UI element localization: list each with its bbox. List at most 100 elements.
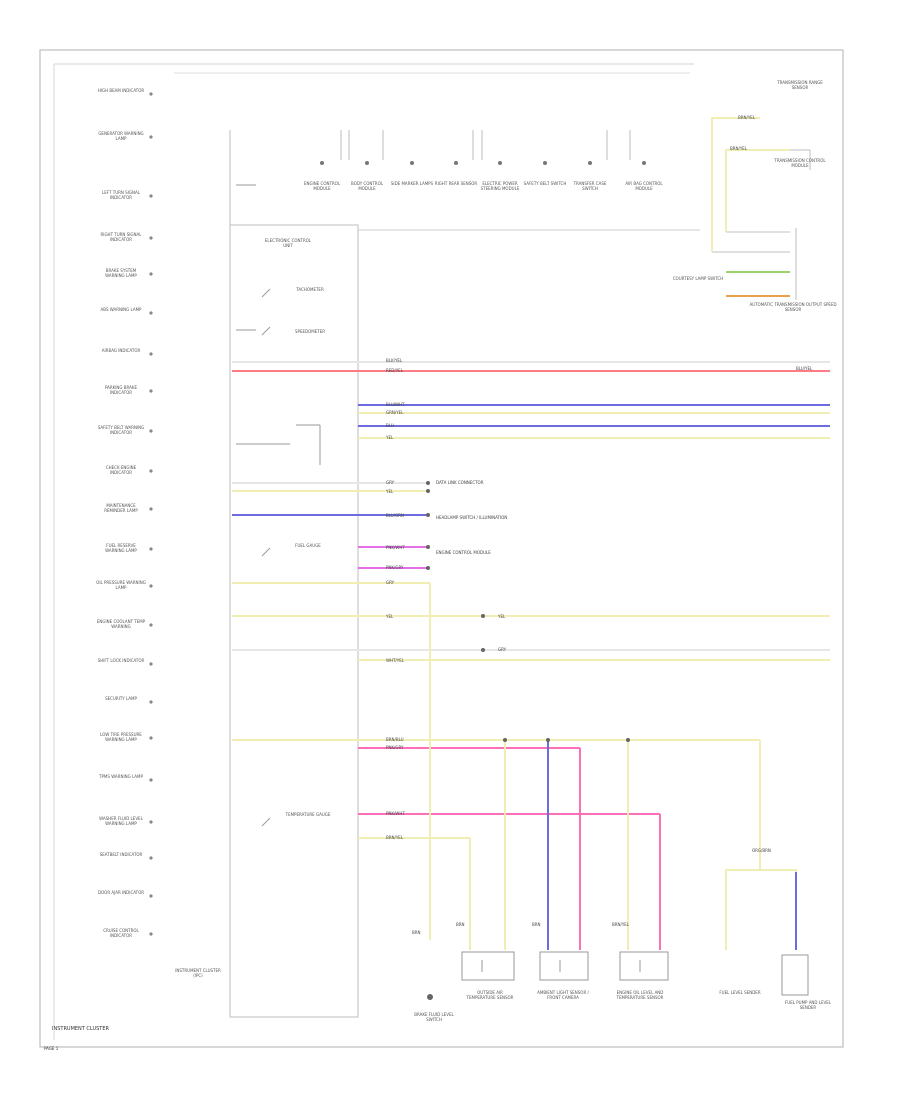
bottom-component-label: BRAKE FLUID LEVEL SWITCH	[414, 1012, 454, 1022]
wire-color-label: BLK/YEL	[386, 358, 403, 363]
top-component-label: TRANSFER CASE SWITCH	[573, 181, 607, 191]
right-component-label: TRANSMISSION RANGE SENSOR	[777, 80, 823, 90]
internal-label: ELECTRONIC CONTROL UNIT	[264, 238, 312, 248]
internal-label: TEMPERATURE GAUGE	[285, 812, 331, 817]
lamp-terminal	[149, 507, 153, 511]
lamp-terminal	[149, 584, 153, 588]
top-component-label: SAFETY BELT SWITCH	[523, 181, 567, 186]
cluster-lamp-label: ABS WARNING LAMP	[100, 307, 142, 312]
internal-label: TACHOMETER	[296, 287, 324, 292]
lamp-terminal	[149, 389, 153, 393]
cluster-lamp-label: DOOR AJAR INDICATOR	[97, 890, 145, 895]
top-component-label: RIGHT REAR SENSOR	[434, 181, 478, 186]
cluster-lamp-label: TPMS WARNING LAMP	[99, 774, 143, 779]
cluster-lamp-label: FUEL RESERVE WARNING LAMP	[105, 543, 137, 553]
page-number: PAGE 1	[44, 1046, 59, 1051]
bottom-component-label: ENGINE OIL LEVEL AND TEMPERATURE SENSOR	[616, 990, 664, 1000]
wire-color-label: YEL	[498, 614, 506, 619]
top-component-label: SIDE MARKER LAMPS	[390, 181, 434, 186]
cluster-lamp-label: CRUISE CONTROL INDICATOR	[103, 928, 139, 938]
wire-color-label: BLU/YEL	[796, 366, 813, 371]
internal-label: FUEL GAUGE	[295, 543, 321, 548]
mid-component-label: ENGINE CONTROL MODULE	[436, 550, 491, 555]
lamp-terminal	[149, 700, 153, 704]
lamp-terminal	[149, 272, 153, 276]
wire-color-label: GRY	[498, 647, 507, 652]
top-component-label: ELECTRIC POWER STEERING MODULE	[480, 181, 520, 191]
wire-color-label: BRN	[456, 922, 465, 927]
right-component-label: COURTESY LAMP SWITCH	[672, 276, 724, 281]
wire-color-label: BRN/YEL	[730, 146, 748, 151]
wire-color-label: BRN/YEL	[738, 115, 756, 120]
cluster-lamp-label: ENGINE COOLANT TEMP WARNING	[96, 619, 146, 629]
instrument-cluster-block	[229, 224, 359, 1018]
mid-component-label: HEADLAMP SWITCH / ILLUMINATION	[436, 515, 508, 520]
lamp-terminal	[149, 469, 153, 473]
wire-color-label: ORG/BRN	[752, 848, 771, 853]
top-component-label: ENGINE CONTROL MODULE	[303, 181, 341, 191]
bottom-component-label: AMBIENT LIGHT SENSOR / FRONT CAMERA	[537, 990, 589, 1000]
bottom-component-label: FUEL PUMP AND LEVEL SENDER	[784, 1000, 832, 1010]
cluster-lamp-label: HIGH BEAM INDICATOR	[97, 88, 145, 93]
diagram-frame	[39, 49, 844, 1048]
lamp-terminal	[149, 856, 153, 860]
internal-label: SPEEDOMETER	[295, 329, 325, 334]
lamp-terminal	[149, 194, 153, 198]
bottom-component-label: FUEL LEVEL SENDER	[719, 990, 761, 995]
top-component-label: BODY CONTROL MODULE	[351, 181, 383, 191]
cluster-lamp-label: GENERATOR WARNING LAMP	[98, 131, 144, 141]
wire-color-label: BLU/WHT	[386, 402, 405, 407]
top-component-label: AIR BAG CONTROL MODULE	[625, 181, 663, 191]
wire-color-label: RED/YEL	[386, 368, 403, 373]
lamp-terminal	[149, 778, 153, 782]
lamp-terminal	[149, 932, 153, 936]
cluster-lamp-label: AIRBAG INDICATOR	[101, 348, 141, 353]
mid-component-label: DATA LINK CONNECTOR	[436, 480, 484, 485]
wire-color-label: BRN/YEL	[612, 922, 630, 927]
lamp-terminal	[149, 736, 153, 740]
wire-color-label: GRN/YEL	[386, 410, 404, 415]
wire-color-label: GRY	[386, 480, 395, 485]
right-component-label: AUTOMATIC TRANSMISSION OUTPUT SPEED SENS…	[749, 302, 837, 312]
cluster-lamp-label: SAFETY BELT WARNING INDICATOR	[97, 425, 145, 435]
cluster-lamp-label: BRAKE SYSTEM WARNING LAMP	[105, 268, 137, 278]
lamp-terminal	[149, 820, 153, 824]
cluster-lamp-label: SEATBELT INDICATOR	[99, 852, 143, 857]
cluster-lamp-label: OIL PRESSURE WARNING LAMP	[96, 580, 146, 590]
cluster-lamp-label: SHIFT LOCK INDICATOR	[97, 658, 145, 663]
wire-color-label: BRN/BLU	[386, 737, 404, 742]
wire-color-label: YEL	[386, 614, 394, 619]
cluster-lamp-label: PARKING BRAKE INDICATOR	[104, 385, 138, 395]
cluster-block-label: INSTRUMENT CLUSTER (IPC)	[175, 968, 221, 978]
wire-color-label: BLU	[386, 423, 394, 428]
wire-color-label: PNK/WHT	[386, 811, 405, 816]
right-component-label: TRANSMISSION CONTROL MODULE	[774, 158, 826, 168]
wire-color-label: YEL	[386, 489, 394, 494]
lamp-terminal	[149, 135, 153, 139]
cluster-lamp-label: SECURITY LAMP	[105, 696, 137, 701]
cluster-lamp-label: CHECK ENGINE INDICATOR	[105, 465, 137, 475]
lamp-terminal	[149, 429, 153, 433]
lamp-terminal	[149, 352, 153, 356]
bottom-component-label: OUTSIDE AIR TEMPERATURE SENSOR	[466, 990, 514, 1000]
wire-color-label: PNK/GRY	[386, 745, 404, 750]
wire-color-label: GRY	[386, 580, 395, 585]
lamp-terminal	[149, 92, 153, 96]
cluster-lamp-label: LOW TIRE PRESSURE WARNING LAMP	[100, 732, 142, 742]
cluster-lamp-label: LEFT TURN SIGNAL INDICATOR	[102, 190, 140, 200]
cluster-lamp-label: RIGHT TURN SIGNAL INDICATOR	[100, 232, 142, 242]
lamp-terminal	[149, 311, 153, 315]
diagram-title: INSTRUMENT CLUSTER	[52, 1026, 109, 1032]
wire-color-label: WHT/YEL	[386, 658, 404, 663]
wire-color-label: PNK/WHT	[386, 545, 405, 550]
wire-color-label: BRN	[412, 930, 421, 935]
cluster-lamp-label: WASHER FLUID LEVEL WARNING LAMP	[99, 816, 143, 826]
cluster-lamp-label: MAINTENANCE REMINDER LAMP	[104, 503, 138, 513]
lamp-terminal	[149, 547, 153, 551]
wire-color-label: BRN	[532, 922, 541, 927]
wire-color-label: PNK/GRY	[386, 565, 404, 570]
wire-color-label: BRN/YEL	[386, 835, 404, 840]
lamp-terminal	[149, 662, 153, 666]
wire-color-label: BLU/GRN	[386, 513, 404, 518]
